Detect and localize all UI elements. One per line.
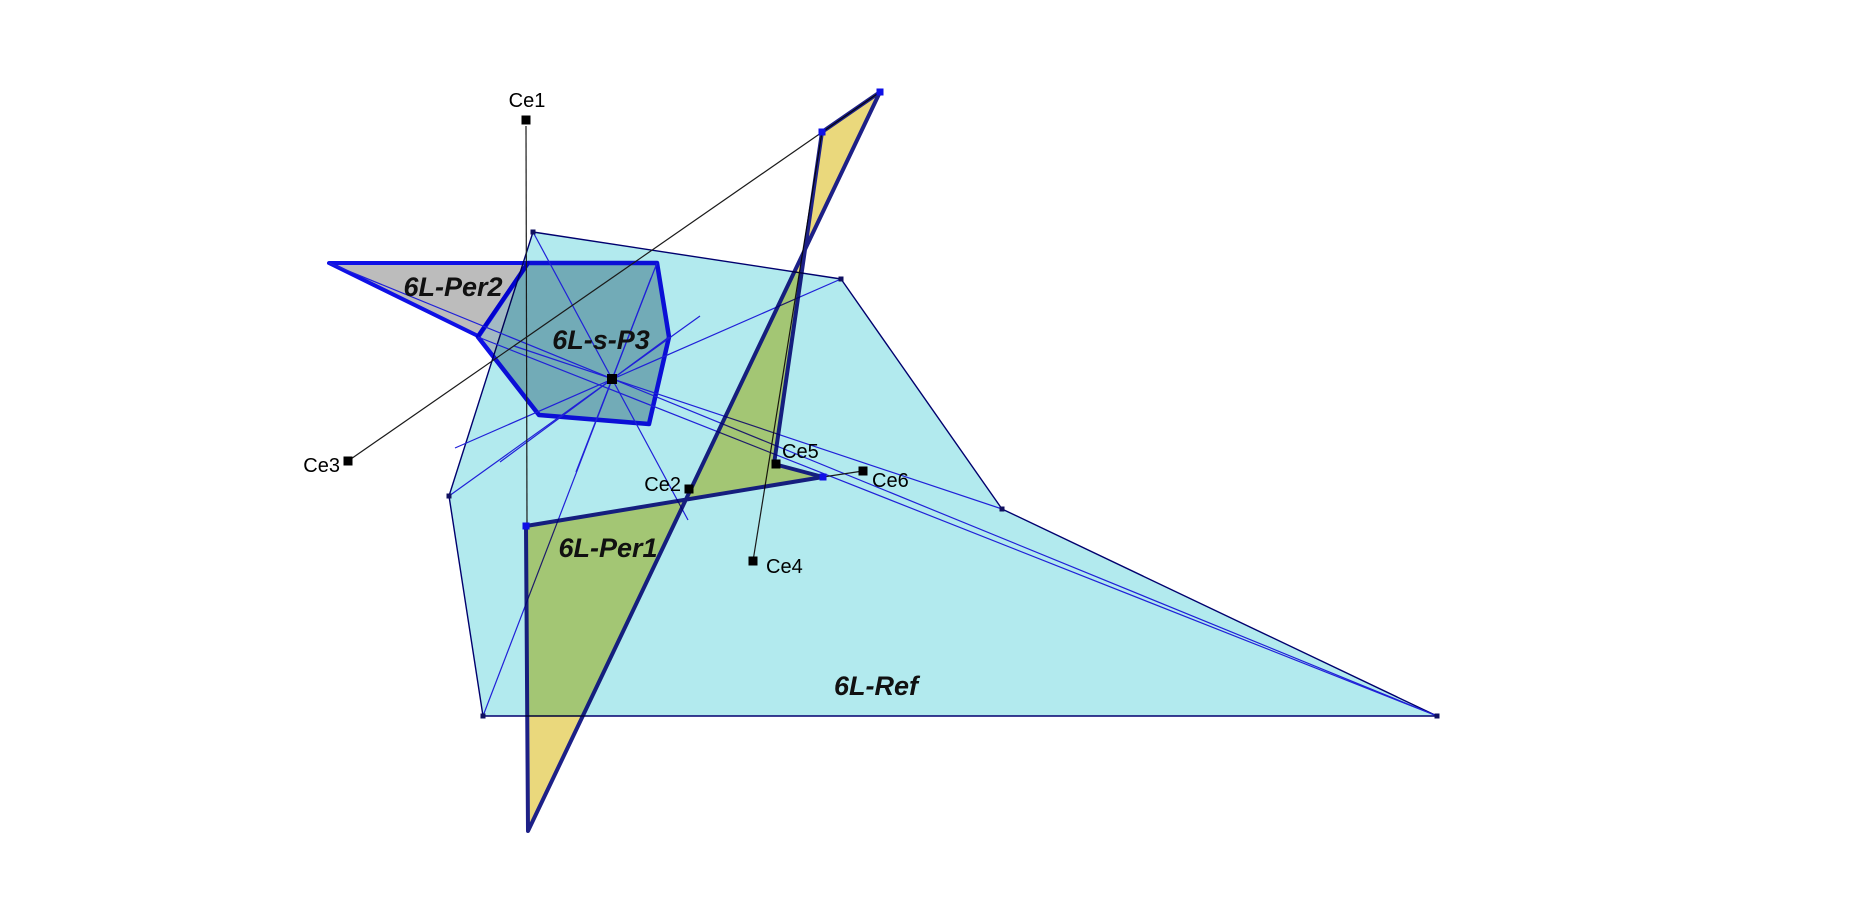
point-perspective-center[interactable] (607, 374, 617, 384)
point-ce2[interactable] (684, 484, 694, 494)
label-per1: 6L-Per1 (558, 533, 657, 563)
cevian-blue-8 (575, 262, 658, 473)
ref-vertex-upper-right (838, 276, 844, 282)
label-ce5: Ce5 (782, 441, 819, 463)
ref-vertex-top (530, 229, 536, 235)
cevian-blue-2 (477, 336, 1438, 717)
label-ce6: Ce6 (872, 470, 909, 492)
ref-vertex-left (446, 493, 452, 499)
label-per2: 6L-Per2 (403, 272, 502, 302)
per1-vertex-2 (818, 128, 826, 136)
per2-polygon (327, 261, 530, 338)
label-ref: 6L-Ref (834, 671, 921, 701)
label-ce4: Ce4 (766, 556, 803, 578)
cevian-blue-7 (448, 315, 701, 497)
point-ce4[interactable] (748, 556, 758, 566)
cevian-blue-9 (499, 336, 670, 463)
cevian-blue-1 (328, 262, 1438, 717)
ref-vertex-right (999, 506, 1005, 512)
label-sp3: 6L-s-P3 (552, 325, 650, 355)
segment-ce1-down (525, 125, 528, 528)
ref-vertex-tip (1434, 713, 1440, 719)
point-ce6[interactable] (858, 466, 868, 476)
per1-vertex-top (876, 88, 884, 96)
segment-ce3-up (347, 91, 881, 462)
label-ce3: Ce3 (303, 455, 340, 477)
segment-ce6-left (822, 470, 864, 478)
point-ce5[interactable] (771, 459, 781, 469)
ref-vertex-bottom-left (480, 713, 486, 719)
label-ce2: Ce2 (644, 474, 681, 496)
per1-vertex-left (522, 522, 530, 530)
point-ce1[interactable] (521, 115, 531, 125)
per1-vertex-right-tip (819, 473, 827, 481)
point-ce3[interactable] (343, 456, 353, 466)
label-ce1: Ce1 (509, 90, 546, 112)
